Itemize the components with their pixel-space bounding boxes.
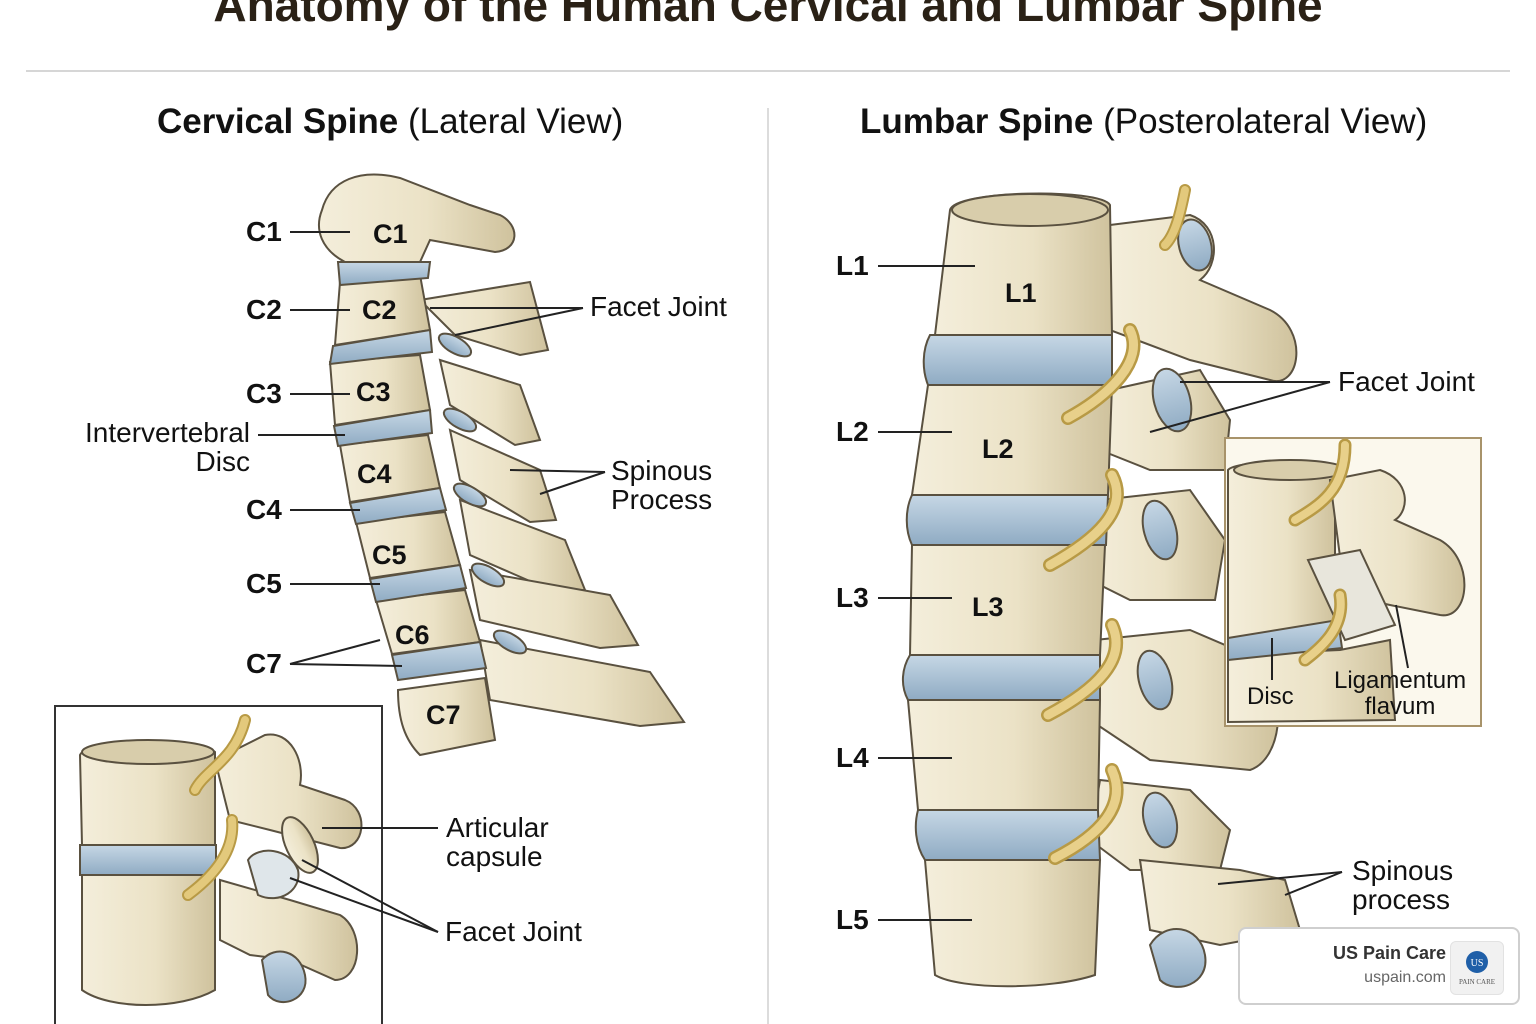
cervical-label-c1: C1 [246, 216, 282, 247]
cervical-inset-facet-joint-label: Facet Joint [445, 916, 582, 947]
lumbar-body-l1: L1 [1005, 278, 1037, 308]
lumbar-nerve-roots [1041, 184, 1191, 865]
lumbar-facet-joints [1136, 218, 1213, 849]
lumbar-inset-leaders [1271, 604, 1409, 680]
cervical-label-c3: C3 [246, 378, 282, 409]
brand-url: uspain.com [1364, 969, 1446, 986]
lumbar-leader-lines [878, 265, 1343, 921]
lumbar-inset [1224, 437, 1482, 727]
panel-divider [767, 108, 769, 1024]
cervical-body-c3: C3 [356, 377, 391, 407]
lumbar-label-l5: L5 [836, 904, 869, 935]
lumbar-label-l2: L2 [836, 416, 869, 447]
lumbar-body-l3: L3 [972, 592, 1004, 622]
brand-name: US Pain Care [1332, 943, 1446, 963]
lumbar-spine [902, 192, 1302, 988]
lumbar-label-l4: L4 [836, 742, 869, 773]
cervical-body-c6: C6 [395, 620, 430, 650]
brand-logo-icon: US PAIN CARE [1450, 941, 1504, 995]
cervical-body-c7: C7 [426, 700, 461, 730]
lumbar-label-l1: L1 [836, 250, 869, 281]
lumbar-label-l3: L3 [836, 582, 869, 613]
lumbar-body-l2: L2 [982, 434, 1014, 464]
cervical-facet-joints [437, 332, 528, 655]
cervical-label-c5: C5 [246, 568, 282, 599]
brand-logo-monogram: US [1471, 958, 1484, 969]
cervical-spinous-processes [417, 280, 686, 728]
lumbar-vertebral-bodies [906, 192, 1114, 988]
cervical-label-c7: C7 [246, 648, 282, 679]
lumbar-inset-disc-label: Disc [1247, 683, 1294, 710]
cervical-body-c2: C2 [362, 295, 397, 325]
lumbar-discs [902, 334, 1113, 861]
cervical-spine [318, 173, 686, 757]
lumbar-heading: Lumbar Spine (Posterolateral View) [860, 102, 1428, 141]
cervical-facet-joint-label: Facet Joint [590, 291, 727, 322]
cervical-label-c4: C4 [246, 494, 282, 525]
cervical-body-c4: C4 [357, 459, 392, 489]
cervical-leader-lines [258, 231, 606, 667]
brand-logo-word: PAIN CARE [1458, 978, 1496, 986]
cervical-body-c5: C5 [372, 540, 407, 570]
cervical-inset [54, 705, 439, 1024]
page-title: Anatomy of the Human Cervical and Lumbar… [213, 0, 1323, 31]
lumbar-facet-joint-label: Facet Joint [1338, 366, 1475, 397]
cervical-body-c1: C1 [373, 219, 408, 249]
brand-badge: US Pain Care uspain.com US PAIN CARE [1238, 927, 1520, 1005]
cervical-discs [328, 261, 488, 682]
cervical-label-c2: C2 [246, 294, 282, 325]
cervical-heading: Cervical Spine (Lateral View) [157, 102, 624, 141]
header-divider [26, 70, 1510, 72]
cervical-inset-leaders [289, 827, 439, 933]
